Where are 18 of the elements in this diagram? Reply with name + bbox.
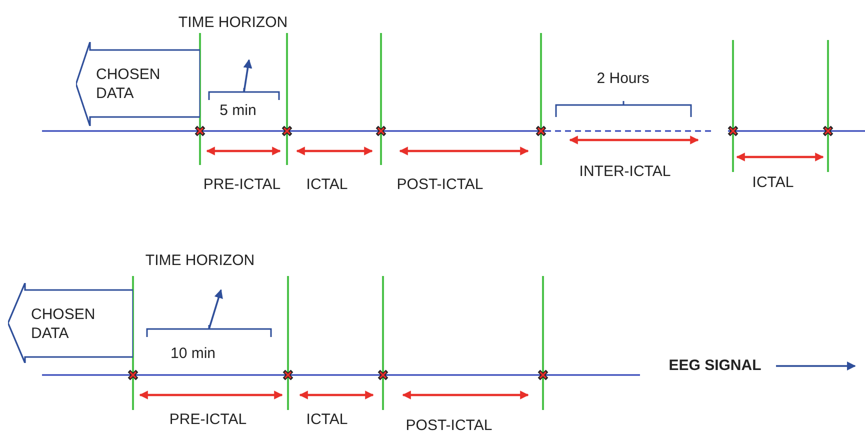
label: POST-ICTAL (406, 417, 492, 434)
label: POST-ICTAL (396, 176, 484, 194)
label: EEG SIGNAL (668, 357, 762, 375)
label: PRE-ICTAL (169, 411, 247, 429)
node-text: CHOSEN DATA (31, 304, 96, 342)
label: PRE-ICTAL (203, 176, 281, 194)
label: ICTAL (306, 176, 348, 194)
label: ICTAL (752, 174, 794, 192)
label: TIME HORIZON (145, 252, 255, 270)
node-text: CHOSEN DATA (96, 64, 162, 102)
label: 5 min (220, 102, 256, 120)
label: 2 Hours (596, 70, 650, 88)
block-arrow (8, 283, 133, 363)
label: ICTAL (306, 411, 348, 429)
label: INTER-ICTAL (579, 163, 671, 181)
label: TIME HORIZON (178, 14, 288, 32)
label: 10 min (170, 345, 216, 363)
block-arrow (76, 42, 200, 126)
